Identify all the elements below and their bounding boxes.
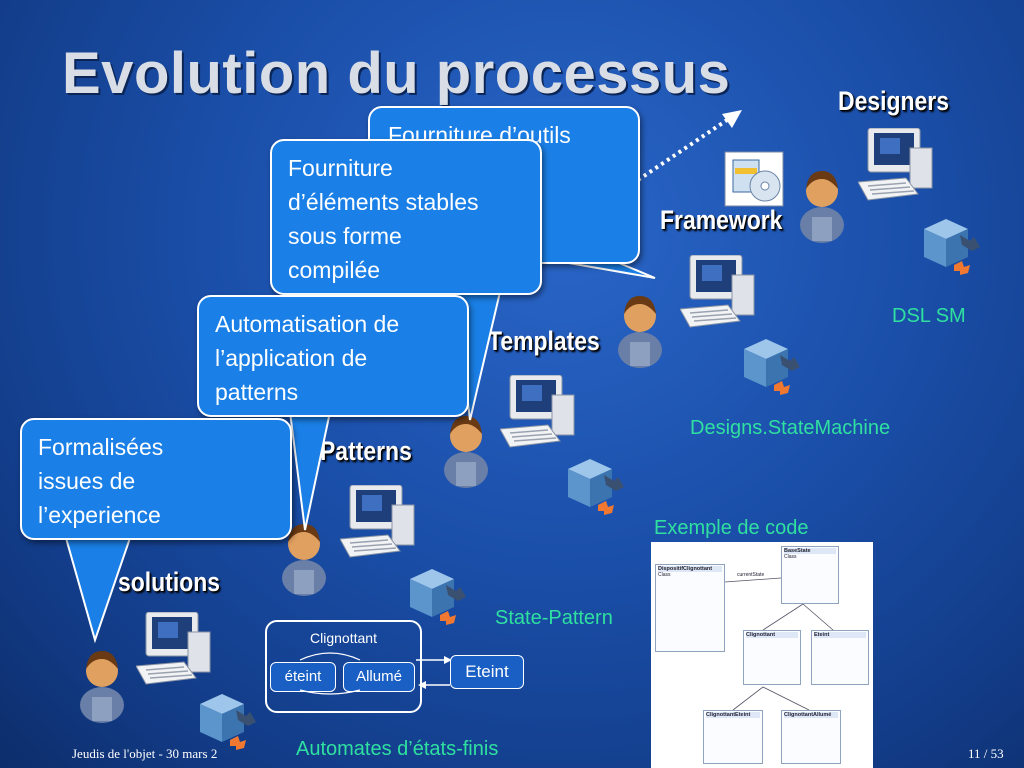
label-exemple-de-code: Exemple de code (654, 517, 809, 539)
callout-elements: Fourniture d’éléments stables sous forme… (270, 139, 542, 295)
label-solutions: solutions (118, 567, 220, 597)
callout-automatisation: Automatisation de l’application de patte… (197, 295, 469, 417)
uml-class-clignottant: Clignottant (743, 630, 801, 685)
footer-page-number: 11 / 53 (968, 746, 1004, 761)
installer-icon (724, 151, 784, 207)
dotted-arrow (636, 110, 742, 182)
state-machine-diagram: Clignottant éteint Allumé (265, 620, 422, 713)
label-dsl-sm: DSL SM (892, 305, 966, 327)
uml-assoc-label: currentState (737, 572, 765, 578)
uml-class-clignottant-eteint: ClignottantEteint (703, 710, 763, 764)
uml-class-clignottant-allume: ClignottantAllumé (781, 710, 841, 764)
state-allume: Allumé (343, 662, 415, 692)
state-eteint: éteint (270, 662, 336, 692)
label-designs-statemachine: Designs.StateMachine (690, 417, 891, 439)
label-automates: Automates d’états-finis (296, 738, 499, 760)
label-framework: Framework (660, 205, 783, 235)
state-external-eteint: Eteint (450, 655, 524, 689)
label-templates: Templates (488, 326, 600, 356)
fsm-arrows (299, 652, 452, 695)
label-designers: Designers (838, 86, 949, 116)
uml-class-eteint: Eteint (811, 630, 869, 685)
slide-title: Evolution du processus (62, 41, 731, 106)
fsm-title: Clignottant (310, 630, 377, 646)
label-state-pattern: State-Pattern (495, 607, 613, 629)
callout-formalisees: Formalisées issues de l’experience (20, 418, 292, 540)
label-patterns: Patterns (320, 436, 412, 466)
footer-left: Jeudis de l'objet - 30 mars 2 (72, 746, 218, 761)
